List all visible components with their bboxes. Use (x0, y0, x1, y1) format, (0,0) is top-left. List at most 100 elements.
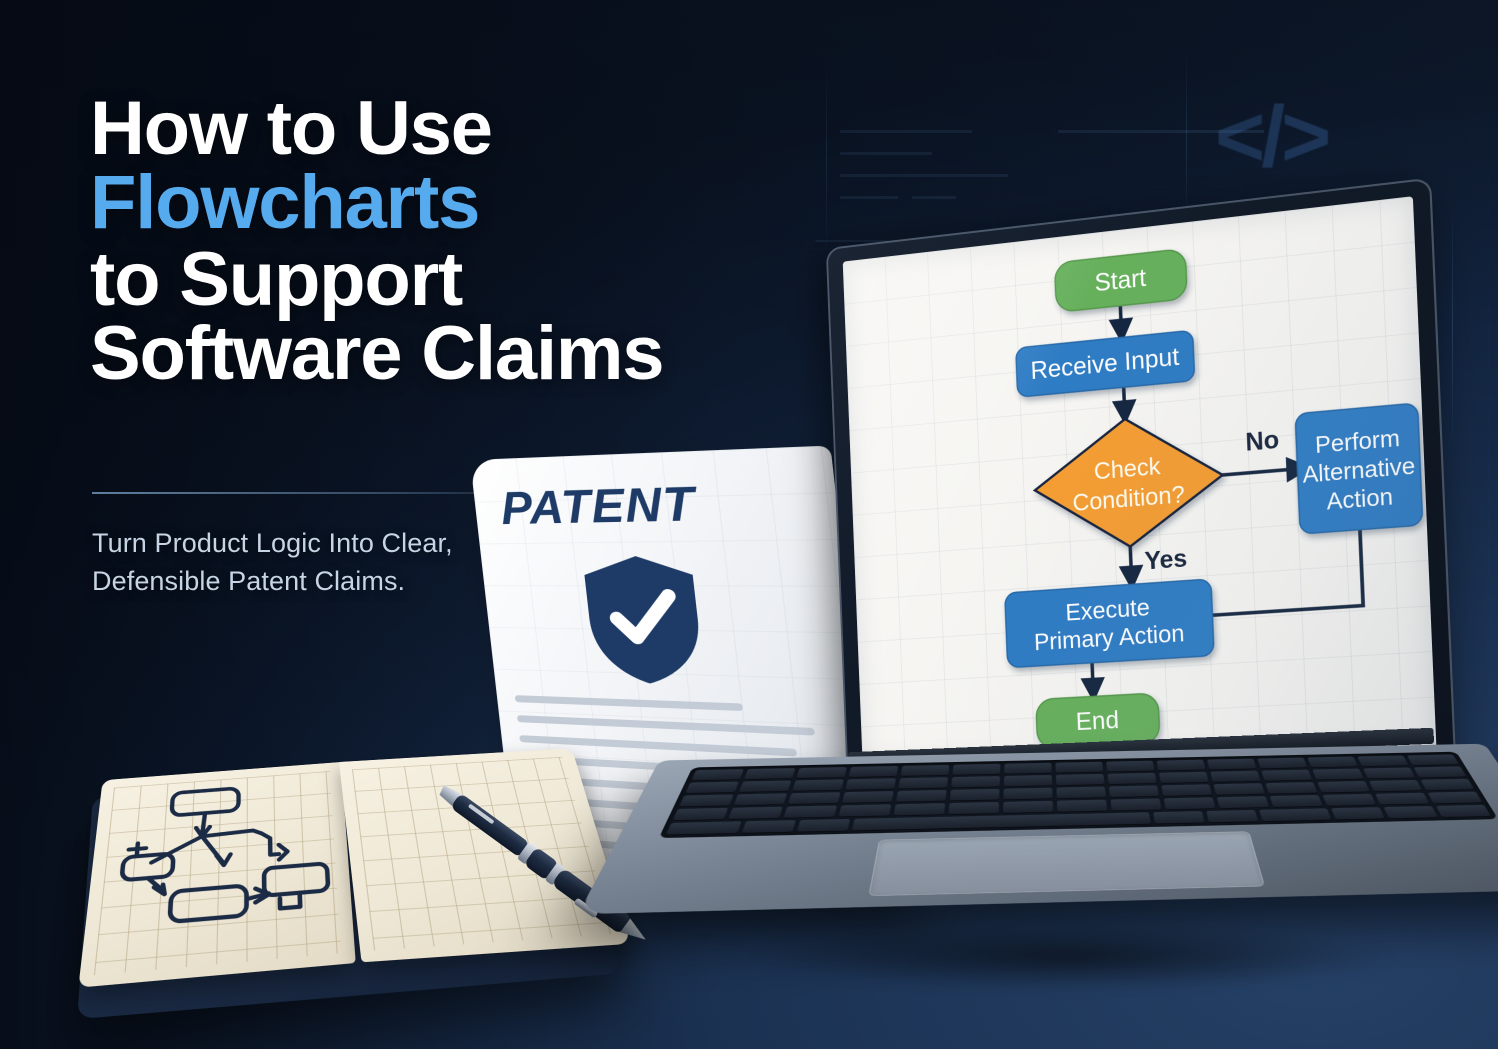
subtitle-line-1: Turn Product Logic Into Clear, (92, 528, 453, 558)
keyboard-key (691, 769, 744, 781)
keyboard-key (1312, 768, 1364, 780)
keyboard-key (1107, 772, 1157, 785)
keyboard-key (783, 805, 838, 818)
keyboard-key (1158, 771, 1209, 783)
headline-line-3: to Support (90, 237, 463, 323)
keyboard-key (1108, 785, 1159, 798)
svg-text:Execute: Execute (1065, 594, 1150, 626)
keyboard-key (1056, 799, 1108, 812)
keyboard-key (896, 789, 947, 802)
keyboard-key (1259, 808, 1332, 822)
keyboard-key (1003, 774, 1053, 787)
keyboard-key (741, 820, 796, 833)
svg-text:End: End (1075, 706, 1119, 736)
headline-block: How to Use Flowcharts to Support Softwar… (90, 86, 750, 397)
keyboard-key (1163, 797, 1216, 810)
keyboard-key (1317, 780, 1370, 793)
keyboard-key (842, 791, 894, 803)
keyboard-key (679, 794, 734, 807)
flow-node-perform-alternative-action: Perform Alternative Action (1295, 403, 1423, 534)
edge-label-yes: Yes (1144, 545, 1188, 576)
keyboard-key (1002, 800, 1054, 813)
flow-node-end: End (1036, 693, 1160, 749)
svg-text:Start: Start (1094, 264, 1147, 297)
keyboard-key (845, 778, 897, 790)
keyboard-key (893, 803, 946, 816)
laptop-keyboard[interactable] (658, 751, 1498, 839)
headline-line-2-accent: Flowcharts (90, 159, 480, 245)
laptop-trackpad[interactable] (868, 831, 1266, 897)
keyboard-key (1375, 792, 1430, 805)
shield-check-icon (582, 555, 706, 686)
keyboard-key (1420, 778, 1475, 791)
subtitle-block: Turn Product Logic Into Clear, Defensibl… (92, 524, 612, 601)
keyboard-key (1357, 755, 1409, 767)
keyboard-key (1331, 807, 1385, 820)
notebook-grid-lines (351, 756, 615, 951)
keyboard-key (1269, 794, 1323, 807)
keyboard-key (1261, 769, 1313, 781)
keyboard-key (1206, 809, 1259, 823)
laptop: No Yes Start Receive Input (612, 212, 1492, 1002)
svg-text:Action: Action (1326, 483, 1393, 514)
keyboard-key (1265, 782, 1318, 794)
keyboard-key (1106, 760, 1155, 772)
flow-node-receive-input: Receive Input (1016, 330, 1195, 397)
flow-node-start: Start (1054, 249, 1187, 313)
keyboard-key (1161, 784, 1212, 796)
keyboard-key (1216, 796, 1270, 809)
keyboard-key (1110, 798, 1162, 811)
keyboard-key (738, 780, 792, 792)
keyboard-key (1210, 770, 1261, 782)
laptop-screen[interactable]: No Yes Start Receive Input (843, 196, 1437, 776)
keyboard-key (672, 807, 729, 821)
keyboard-key (1363, 767, 1416, 779)
keyboard-key (796, 766, 847, 779)
laptop-shadow (622, 912, 1498, 1002)
headline-divider (92, 492, 570, 494)
notebook (77, 748, 632, 1037)
keyboard-key (951, 776, 1001, 788)
keyboard-key (728, 806, 783, 820)
keyboard-key (1056, 786, 1106, 799)
keyboard-key (949, 788, 1000, 801)
keyboard-key (948, 801, 1000, 815)
keyboard-key (796, 818, 850, 832)
keyboard-key (1156, 759, 1206, 771)
headline-line-4: Software Claims (90, 311, 665, 397)
keyboard-key (1368, 779, 1423, 792)
keyboard-key (1427, 791, 1483, 804)
keyboard-key (792, 779, 844, 791)
keyboard-key (685, 781, 739, 794)
keyboard-key (1307, 756, 1358, 768)
keyboard-key (1213, 783, 1265, 795)
keyboard-key (1003, 787, 1053, 800)
keyboard-key (848, 765, 899, 777)
flow-node-check-condition: Check Condition? (1032, 410, 1225, 553)
keyboard-key (787, 792, 841, 805)
keyboard-key (1055, 773, 1105, 786)
flowchart: No Yes Start Receive Input (843, 196, 1437, 776)
keyboard-key (665, 821, 742, 835)
hand-drawn-flowchart-sketch (107, 773, 338, 961)
patent-document: PATENT (470, 445, 890, 891)
keyboard-key (1257, 757, 1308, 769)
laptop-lid: No Yes Start Receive Input (826, 177, 1457, 796)
keyboard-key (1153, 811, 1205, 824)
keyboard-key (1436, 804, 1491, 818)
keyboard-key (1004, 762, 1052, 774)
headline-line-1: How to Use (90, 86, 493, 171)
keyboard-key (1407, 754, 1459, 766)
keyboard-key (900, 764, 950, 776)
keyboard-key (898, 777, 949, 789)
keyboard-key (952, 763, 1001, 775)
keyboard-key (1322, 793, 1377, 806)
keyboard-key (733, 793, 788, 806)
notebook-page-left (78, 762, 356, 988)
laptop-base (577, 743, 1498, 915)
keyboard-key (838, 804, 892, 817)
keyboard-key (743, 768, 796, 780)
edge-label-no: No (1245, 426, 1280, 457)
keyboard-key (1413, 766, 1467, 778)
